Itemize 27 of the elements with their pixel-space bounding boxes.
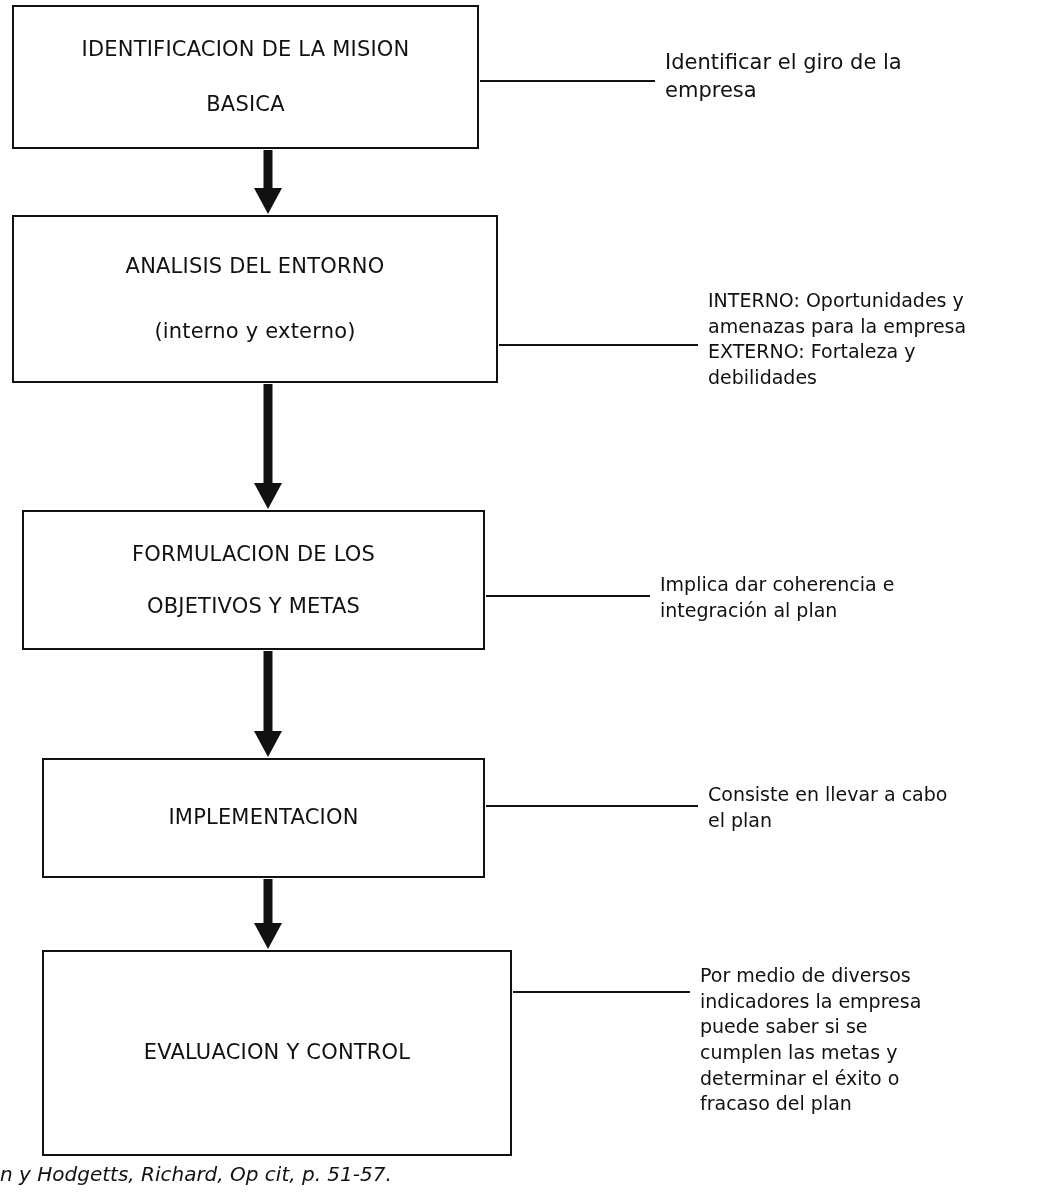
description-text: Consiste en llevar a cabo el plan (708, 782, 949, 833)
step-title: (interno y externo) (154, 318, 356, 345)
connector-line (485, 595, 651, 597)
process-box (42, 950, 512, 1156)
connector-line (479, 80, 656, 82)
arrow (254, 879, 282, 949)
description-text: Por medio de diversos indicadores la empresa puede saber si se cumplen las metas y determinar el éxito o fracaso del plan (700, 963, 923, 1117)
step-title: ANALISIS DEL ENTORNO (125, 252, 385, 280)
connector-line (498, 344, 699, 346)
description-text: Implica dar coherencia e integración al plan (660, 572, 896, 623)
step-title: IDENTIFICACION DE LA MISION BASICA (80, 36, 411, 118)
caption: n y Hodgetts, Richard, Op cit, p. 51-57. (0, 1162, 392, 1186)
connector-line (512, 991, 691, 993)
process-box (22, 510, 485, 650)
description-text: INTERNO: Oportunidades y amenazas para la empresa (708, 288, 968, 339)
step-title: FORMULACION DE LOS OBJETIVOS Y METAS (130, 540, 377, 620)
connector-line (485, 805, 699, 807)
process-box (42, 758, 485, 878)
description-text: Identificar el giro de la empresa (665, 49, 903, 105)
arrow (254, 384, 282, 509)
arrow (254, 150, 282, 214)
step-title: IMPLEMENTACION (168, 804, 359, 832)
description-text: EXTERNO: Fortaleza y debilidades (708, 339, 917, 390)
arrow (254, 651, 282, 757)
step-title: EVALUACION Y CONTROL (143, 1039, 411, 1067)
process-box (12, 5, 479, 149)
process-box (12, 215, 498, 383)
